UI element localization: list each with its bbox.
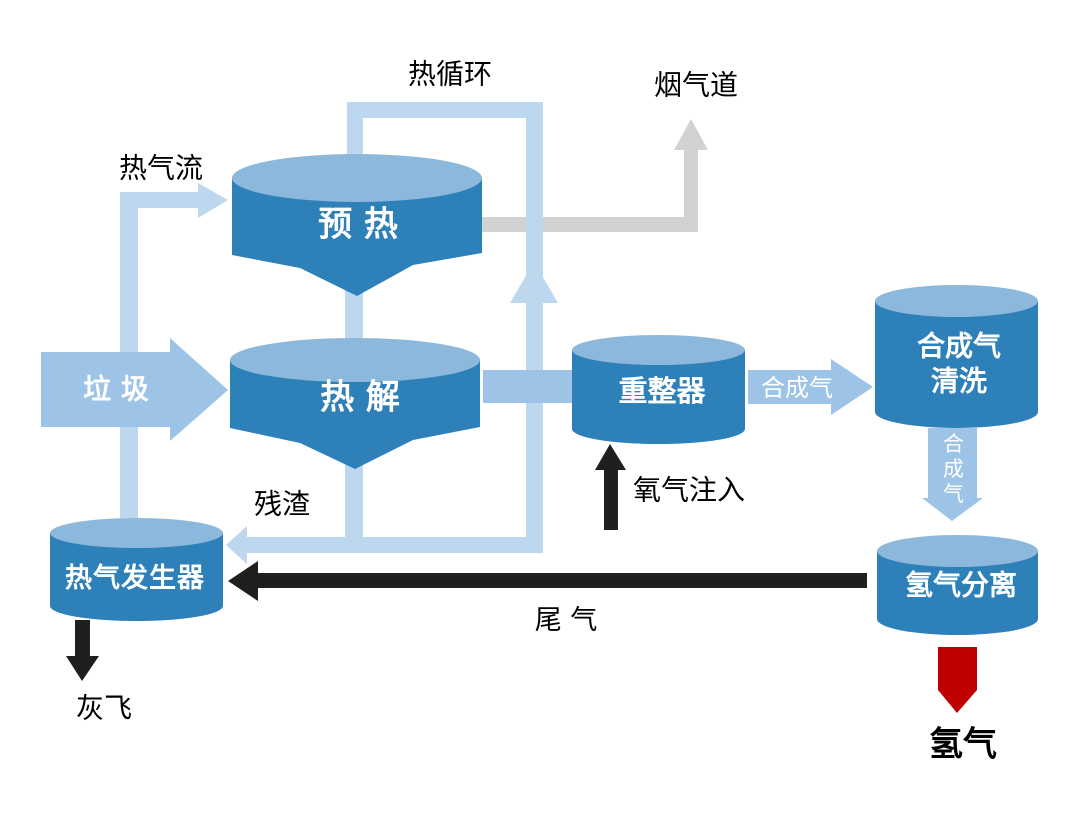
label-syngas-cleaning-line2: 清洗 (930, 364, 988, 398)
light-blue-pipes (120, 102, 558, 564)
heat-recycle-right-pipe (526, 102, 543, 553)
hot-gas-riser-horizontal (120, 192, 198, 208)
pyrolysis-reformer-connector (483, 370, 572, 403)
label-residue: 残渣 (253, 487, 311, 521)
label-oxygen-injection: 氧气注入 (632, 473, 746, 507)
oxygen-up-arrowhead-icon (595, 444, 626, 470)
oxygen-arrow-shaft (604, 466, 618, 530)
reformer-tank-body (572, 350, 745, 445)
tail-gas-left-arrowhead-icon (228, 561, 258, 601)
hot-gas-generator-tank-top (50, 518, 223, 548)
syngas-down-arrow (922, 428, 983, 521)
flue-gas-duct-pipe (470, 119, 708, 232)
fly-ash-down-arrowhead-icon (66, 656, 99, 681)
label-syngas-cleaning-line1: 合成气 (916, 329, 1002, 363)
flue-pipe-up-arrowhead-icon (674, 119, 708, 150)
label-preheat: 预 热 (318, 204, 398, 245)
black-arrows (66, 444, 867, 681)
hot-gas-generator-tank-body (50, 533, 223, 621)
tank-shapes (50, 154, 1038, 635)
preheat-to-pyrolysis-pipe (345, 288, 363, 346)
reformer-tank-top (572, 335, 745, 365)
label-waste-input: 垃 圾 (83, 372, 149, 406)
label-pyrolysis: 热 解 (320, 377, 400, 418)
syngas-cleaning-tank-top (875, 285, 1038, 317)
label-hydrogen-separation: 氢气分离 (904, 568, 1018, 602)
hydrogen-separation-tank-body (877, 551, 1038, 635)
flue-pipe-horizontal (470, 217, 698, 232)
label-hot-gas-generator: 热气发生器 (65, 563, 205, 595)
medium-blue-arrows (41, 338, 983, 521)
preheat-tank-top (232, 154, 482, 202)
pyrolysis-outlet-pipe (345, 464, 363, 553)
heat-recycle-up-arrowhead-icon (510, 262, 558, 303)
pyrolysis-tank-top (230, 338, 480, 382)
hydrogen-separation-tank-top (877, 535, 1038, 567)
residue-left-arrowhead-icon (226, 526, 247, 564)
label-fly-ash: 灰飞 (75, 691, 133, 725)
label-hydrogen-product: 氢气 (929, 724, 997, 765)
pyrolysis-tank-body (230, 360, 480, 469)
hydrogen-down-arrow (938, 647, 977, 713)
fly-ash-shaft (75, 620, 90, 658)
tail-gas-line (256, 573, 867, 588)
label-hot-gas-stream: 热气流 (118, 151, 204, 185)
waste-input-arrow (41, 338, 228, 441)
syngas-cleaning-tank-body (875, 301, 1038, 428)
heat-recycle-top-pipe (347, 102, 543, 118)
label-syngas-to-cleaning: 合成气 (761, 373, 833, 402)
hot-gas-right-arrowhead-icon (198, 183, 228, 218)
label-flue-gas-duct: 烟气道 (653, 68, 739, 102)
preheat-tank-body (232, 178, 482, 296)
label-heat-recycle: 热循环 (407, 57, 493, 91)
residue-pipe-horizontal (245, 537, 543, 553)
label-reformer: 重整器 (618, 374, 706, 409)
flue-pipe-vertical (684, 146, 698, 232)
label-syngas-to-separation: 合成气 (940, 432, 965, 508)
syngas-right-arrow (748, 359, 873, 415)
label-tail-gas: 尾 气 (534, 605, 598, 637)
